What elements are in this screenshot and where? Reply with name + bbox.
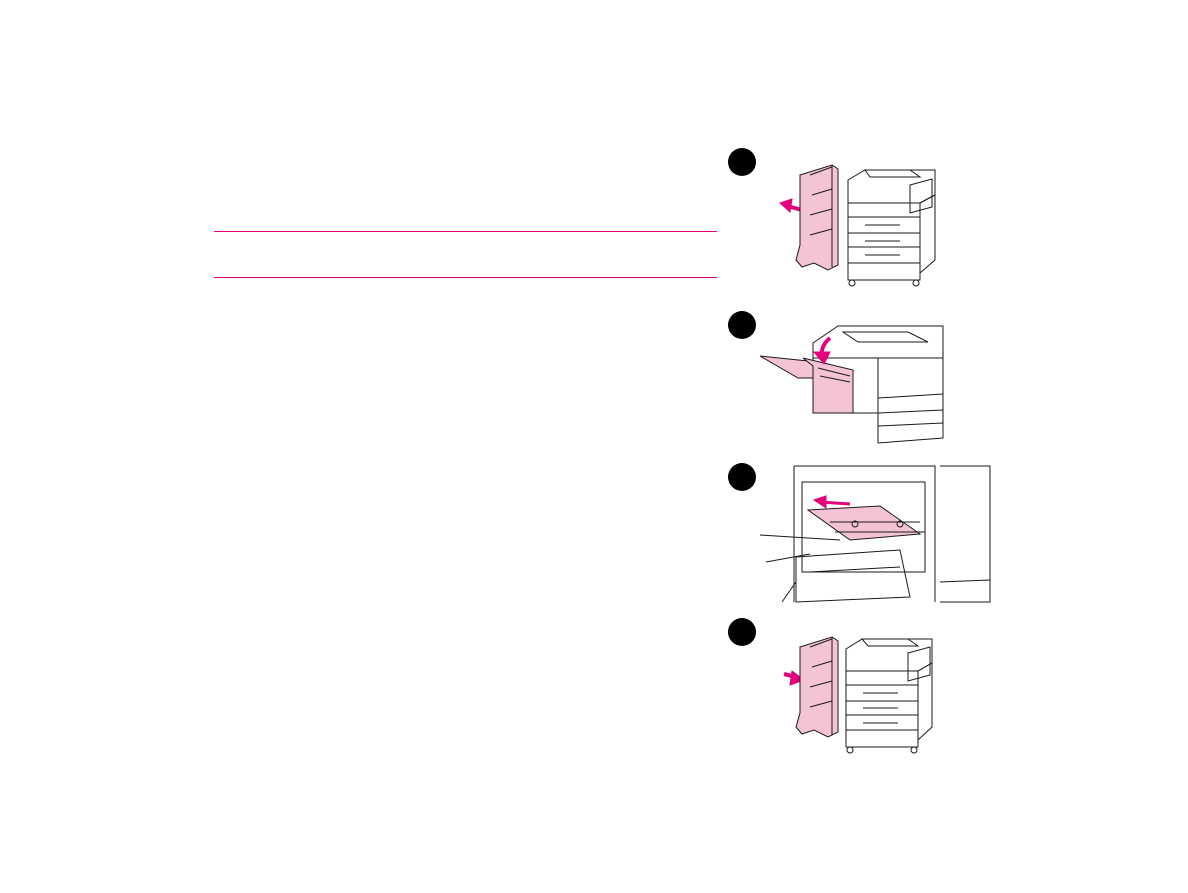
note-bottom-rule xyxy=(214,277,717,278)
step-4-badge xyxy=(728,618,756,646)
step-3-badge xyxy=(728,463,756,491)
step-2-badge xyxy=(728,311,756,339)
finisher-reattach-illustration xyxy=(770,627,950,755)
left-door-open-illustration xyxy=(758,318,953,448)
step-1-badge xyxy=(728,148,756,176)
finisher-removal-illustration xyxy=(770,155,950,290)
note-top-rule xyxy=(214,231,717,232)
paper-removal-illustration xyxy=(760,462,1000,610)
